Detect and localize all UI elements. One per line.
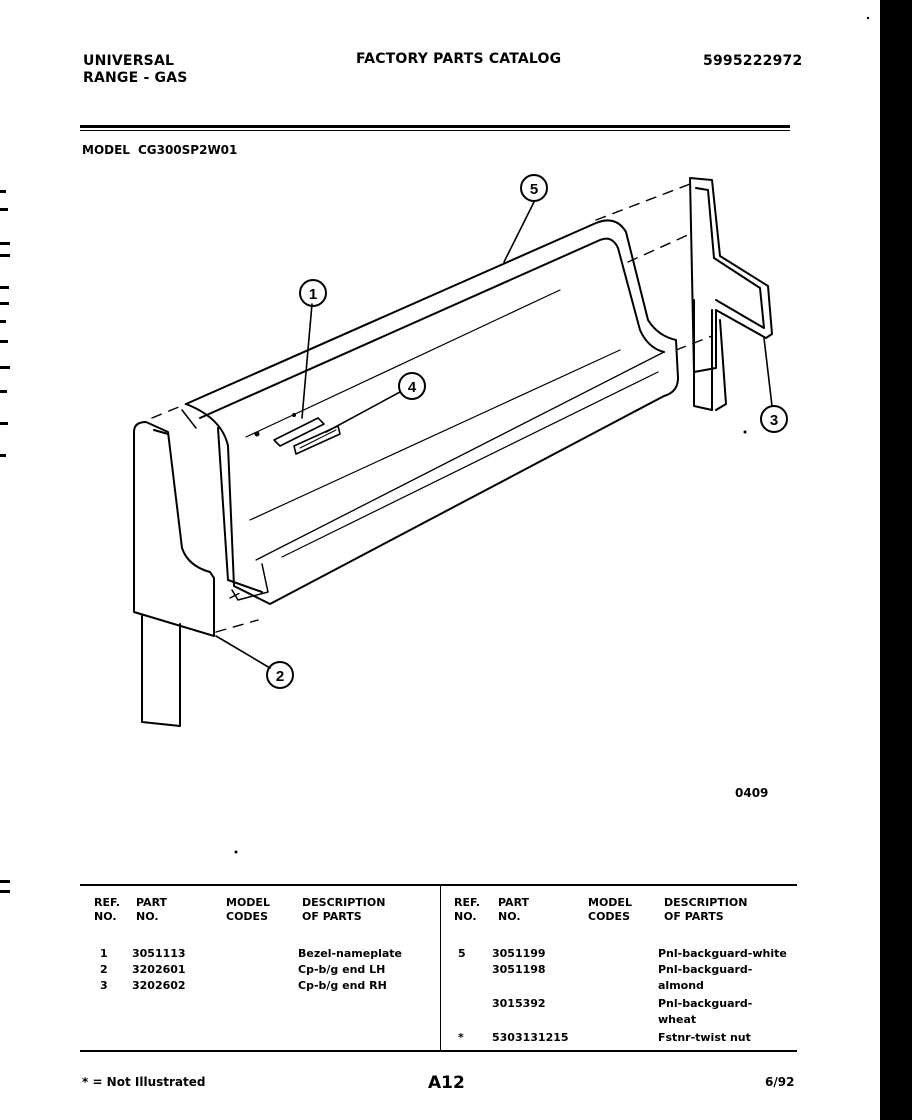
backguard-panel-drawing bbox=[181, 219, 679, 605]
leader-lines bbox=[215, 201, 773, 669]
col-header-ref: REF.NO. bbox=[454, 896, 481, 923]
alignment-lines bbox=[151, 183, 713, 633]
callout-3-label: 3 bbox=[770, 412, 778, 429]
model-label: MODEL bbox=[82, 143, 130, 157]
model-line: MODEL CG300SP2W01 bbox=[82, 143, 237, 157]
table-bottom-rule bbox=[80, 1050, 797, 1052]
bezel-nameplate-drawing bbox=[273, 417, 341, 455]
brand-block: UNIVERSAL RANGE - GAS bbox=[83, 53, 188, 87]
right-end-cap-drawing bbox=[689, 177, 773, 411]
model-number: CG300SP2W01 bbox=[137, 143, 238, 157]
not-illustrated-note: * = Not Illustrated bbox=[82, 1075, 206, 1089]
table-row: 3 3202602 Cp-b/g end RH bbox=[100, 979, 387, 992]
catalog-title: FACTORY PARTS CATALOG bbox=[356, 51, 562, 67]
exploded-parts-diagram: 5 1 4 3 2 bbox=[133, 16, 870, 854]
callout-1-label: 1 bbox=[309, 286, 317, 303]
callout-2-circle bbox=[266, 661, 294, 689]
table-row: 5 3051199 Pnl-backguard-white bbox=[458, 947, 787, 960]
callout-3-circle bbox=[760, 405, 788, 433]
table-row: 2 3202601 Cp-b/g end LH bbox=[100, 963, 386, 976]
left-end-cap-drawing bbox=[133, 421, 215, 727]
brand-line-1: UNIVERSAL bbox=[83, 53, 175, 69]
header-rule-thin bbox=[80, 130, 790, 131]
catalog-number: 5995222972 bbox=[703, 53, 803, 69]
table-row: 3015392 Pnl-backguard-wheat bbox=[492, 997, 753, 1026]
page-number: A12 bbox=[428, 1073, 465, 1093]
table-row: 1 3051113 Bezel-nameplate bbox=[100, 947, 403, 960]
right-rows: 5 3051199 Pnl-backguard-white 3051198 Pn… bbox=[442, 946, 798, 1046]
callout-2-label: 2 bbox=[276, 668, 284, 685]
callout-4-circle bbox=[398, 372, 426, 400]
callout-1-circle bbox=[299, 279, 327, 307]
drawing-code: 0409 bbox=[735, 786, 769, 800]
scan-edge-band bbox=[880, 0, 912, 1120]
table-center-divider bbox=[440, 884, 441, 1052]
callout-4-label: 4 bbox=[408, 379, 417, 396]
table-row: * 5303131215 Fstnr-twist nut bbox=[458, 1031, 751, 1044]
table-row: 3051198 Pnl-backguard-almond bbox=[492, 963, 753, 992]
col-header-ref: REF.NO. bbox=[94, 896, 121, 923]
revision-date: 6/92 bbox=[765, 1075, 795, 1089]
callout-5-circle bbox=[520, 174, 548, 202]
header-rule bbox=[80, 125, 790, 128]
left-rows: 1 3051113 Bezel-nameplate 2 3202601 Cp-b… bbox=[80, 946, 436, 994]
table-top-rule bbox=[80, 884, 797, 886]
brand-line-2: RANGE - GAS bbox=[83, 70, 188, 86]
callout-5-label: 5 bbox=[530, 181, 538, 198]
scan-edge-marks bbox=[0, 190, 12, 910]
